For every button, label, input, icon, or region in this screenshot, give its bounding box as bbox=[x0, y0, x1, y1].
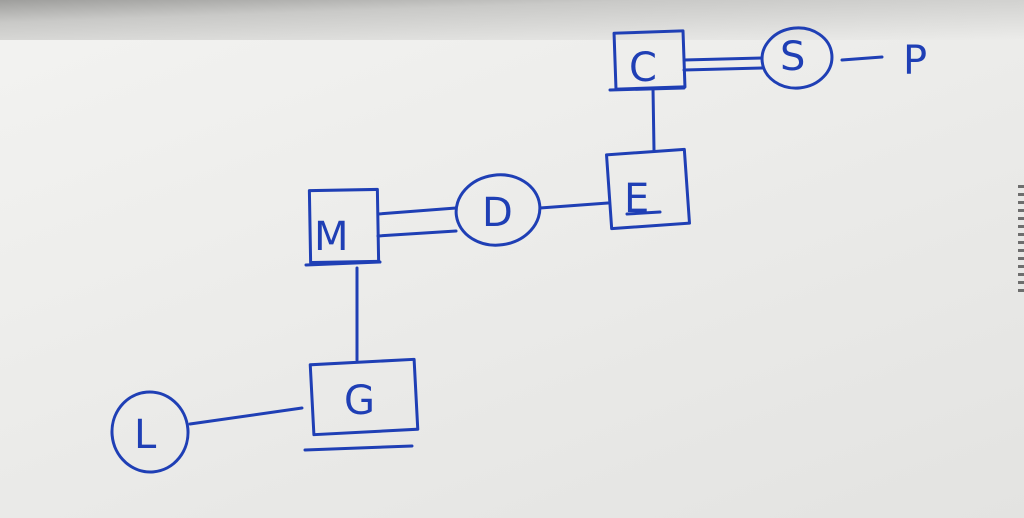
node-l-label: L bbox=[134, 412, 157, 458]
node-s-label: S bbox=[780, 34, 805, 80]
node-m-label: M bbox=[314, 214, 349, 260]
node-d: D bbox=[454, 173, 542, 247]
node-c: C bbox=[608, 29, 687, 92]
page-edge-binding bbox=[1018, 185, 1024, 295]
node-s: S bbox=[760, 26, 834, 90]
node-p-label: P bbox=[903, 38, 927, 84]
node-m: M bbox=[304, 187, 382, 267]
node-l: L bbox=[110, 390, 190, 474]
edge-s-p bbox=[840, 55, 884, 62]
node-p: P bbox=[903, 38, 927, 84]
node-g: G bbox=[303, 357, 420, 452]
node-e: E bbox=[605, 147, 691, 231]
node-d-label: D bbox=[482, 190, 513, 236]
edge-d-e bbox=[538, 201, 610, 210]
edge-c-s bbox=[682, 56, 764, 72]
node-c-label: C bbox=[629, 45, 657, 91]
edge-c-e bbox=[651, 86, 656, 152]
edge-l-g bbox=[188, 406, 304, 426]
node-g-label: G bbox=[344, 378, 375, 424]
edge-m-d bbox=[376, 206, 458, 238]
paper-shadow bbox=[0, 0, 1024, 40]
